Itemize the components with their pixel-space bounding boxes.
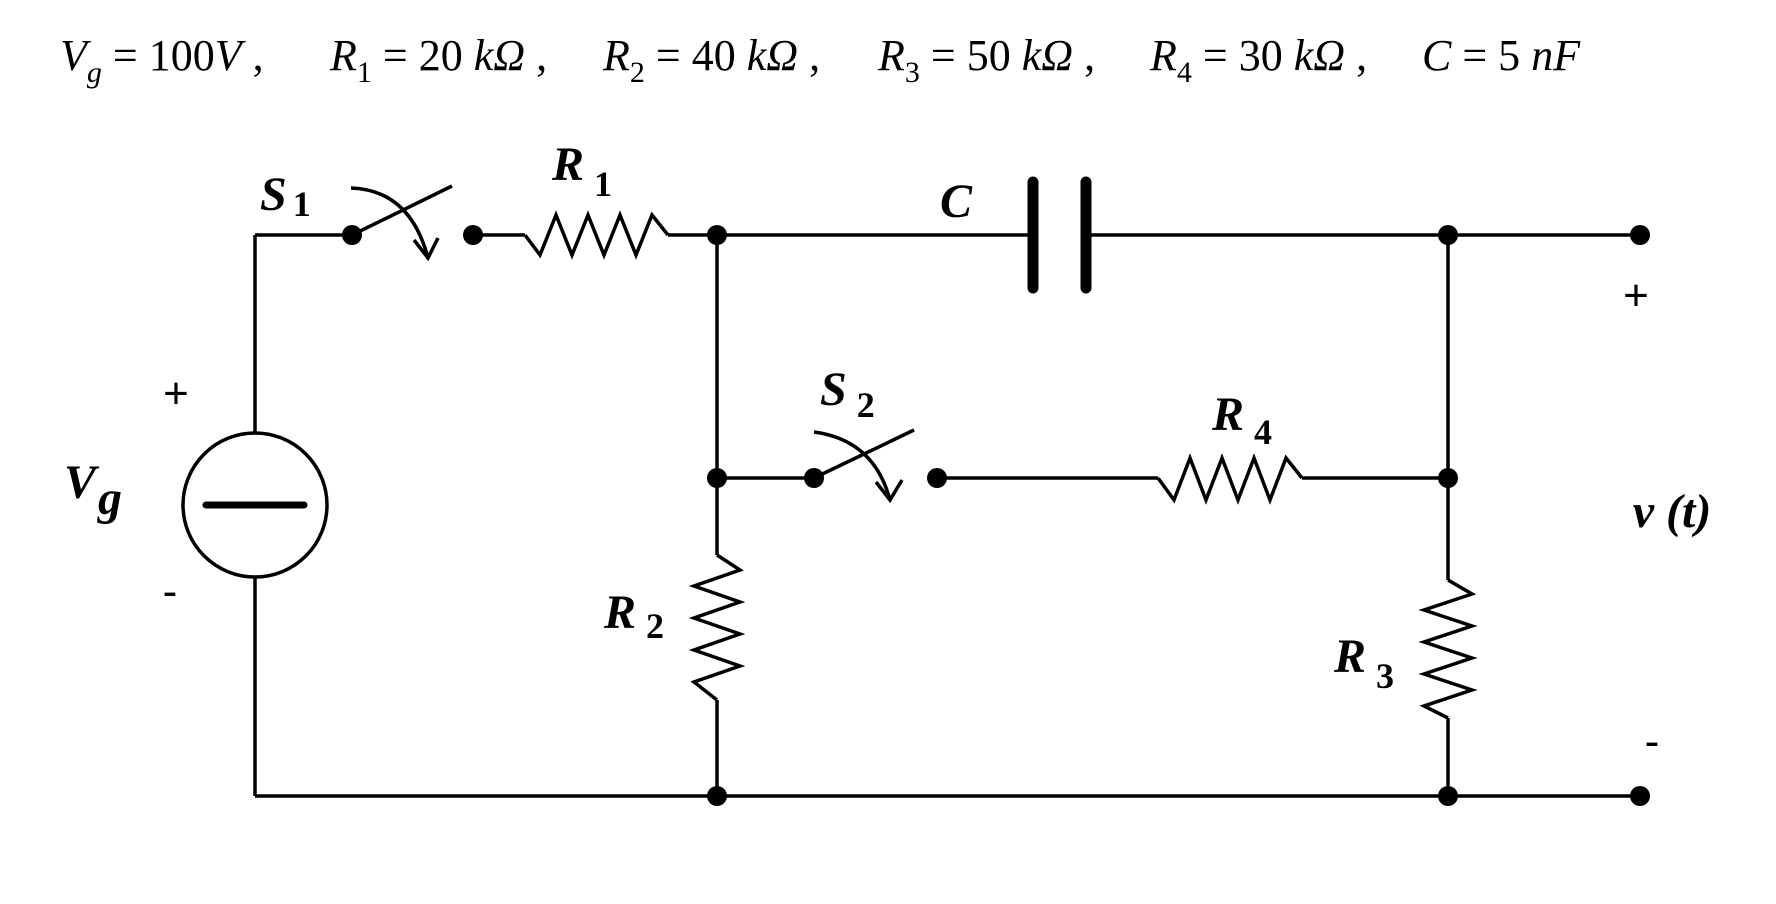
node-bottom-middle	[707, 786, 727, 806]
switch-s2	[804, 428, 947, 504]
junction-nodes	[707, 225, 1650, 806]
wires	[253, 233, 1640, 798]
param-r2: R2 = 40 kΩ ,	[602, 31, 820, 89]
switch-s1-arrow-arc	[350, 186, 430, 259]
polarity-signs: + - + -	[163, 271, 1660, 766]
source-minus-sign: -	[163, 567, 178, 616]
param-vg: Vg = 100V ,	[60, 31, 264, 89]
output-minus-sign: -	[1645, 717, 1660, 766]
label-vt: v (t)	[1633, 485, 1712, 538]
param-r1: R1 = 20 kΩ ,	[329, 31, 547, 89]
terminal-out-minus	[1630, 786, 1650, 806]
switch-s2-arrowhead	[874, 479, 904, 504]
output-plus-sign: +	[1623, 271, 1649, 320]
node-middle-left	[707, 468, 727, 488]
terminal-out-plus	[1630, 225, 1650, 245]
param-c: C = 5 nF	[1422, 31, 1581, 80]
node-top-right	[1438, 225, 1458, 245]
label-c: C	[940, 175, 973, 228]
switch-s1	[342, 184, 483, 262]
parameter-line: Vg = 100V , R1 = 20 kΩ , R2 = 40 kΩ , R3…	[60, 31, 1581, 89]
param-r3: R3 = 50 kΩ ,	[877, 31, 1095, 89]
switch-s2-contact-right	[927, 468, 947, 488]
capacitor-c	[1027, 176, 1092, 294]
label-vg: Vg	[64, 456, 122, 525]
node-middle-right	[1438, 468, 1458, 488]
resistor-r2	[688, 553, 746, 702]
resistor-r4	[1156, 453, 1304, 505]
param-r4: R4 = 30 kΩ ,	[1149, 31, 1367, 89]
node-top-middle	[707, 225, 727, 245]
switch-s1-contact-right	[463, 225, 483, 245]
resistor-r1	[523, 210, 670, 260]
switch-s1-arrowhead	[412, 237, 440, 262]
switch-s2-arrow-arc	[813, 430, 892, 501]
source-plus-sign: +	[163, 369, 189, 418]
node-bottom-right	[1438, 786, 1458, 806]
resistor-r3	[1418, 578, 1478, 720]
voltage-source-vg	[181, 431, 329, 579]
